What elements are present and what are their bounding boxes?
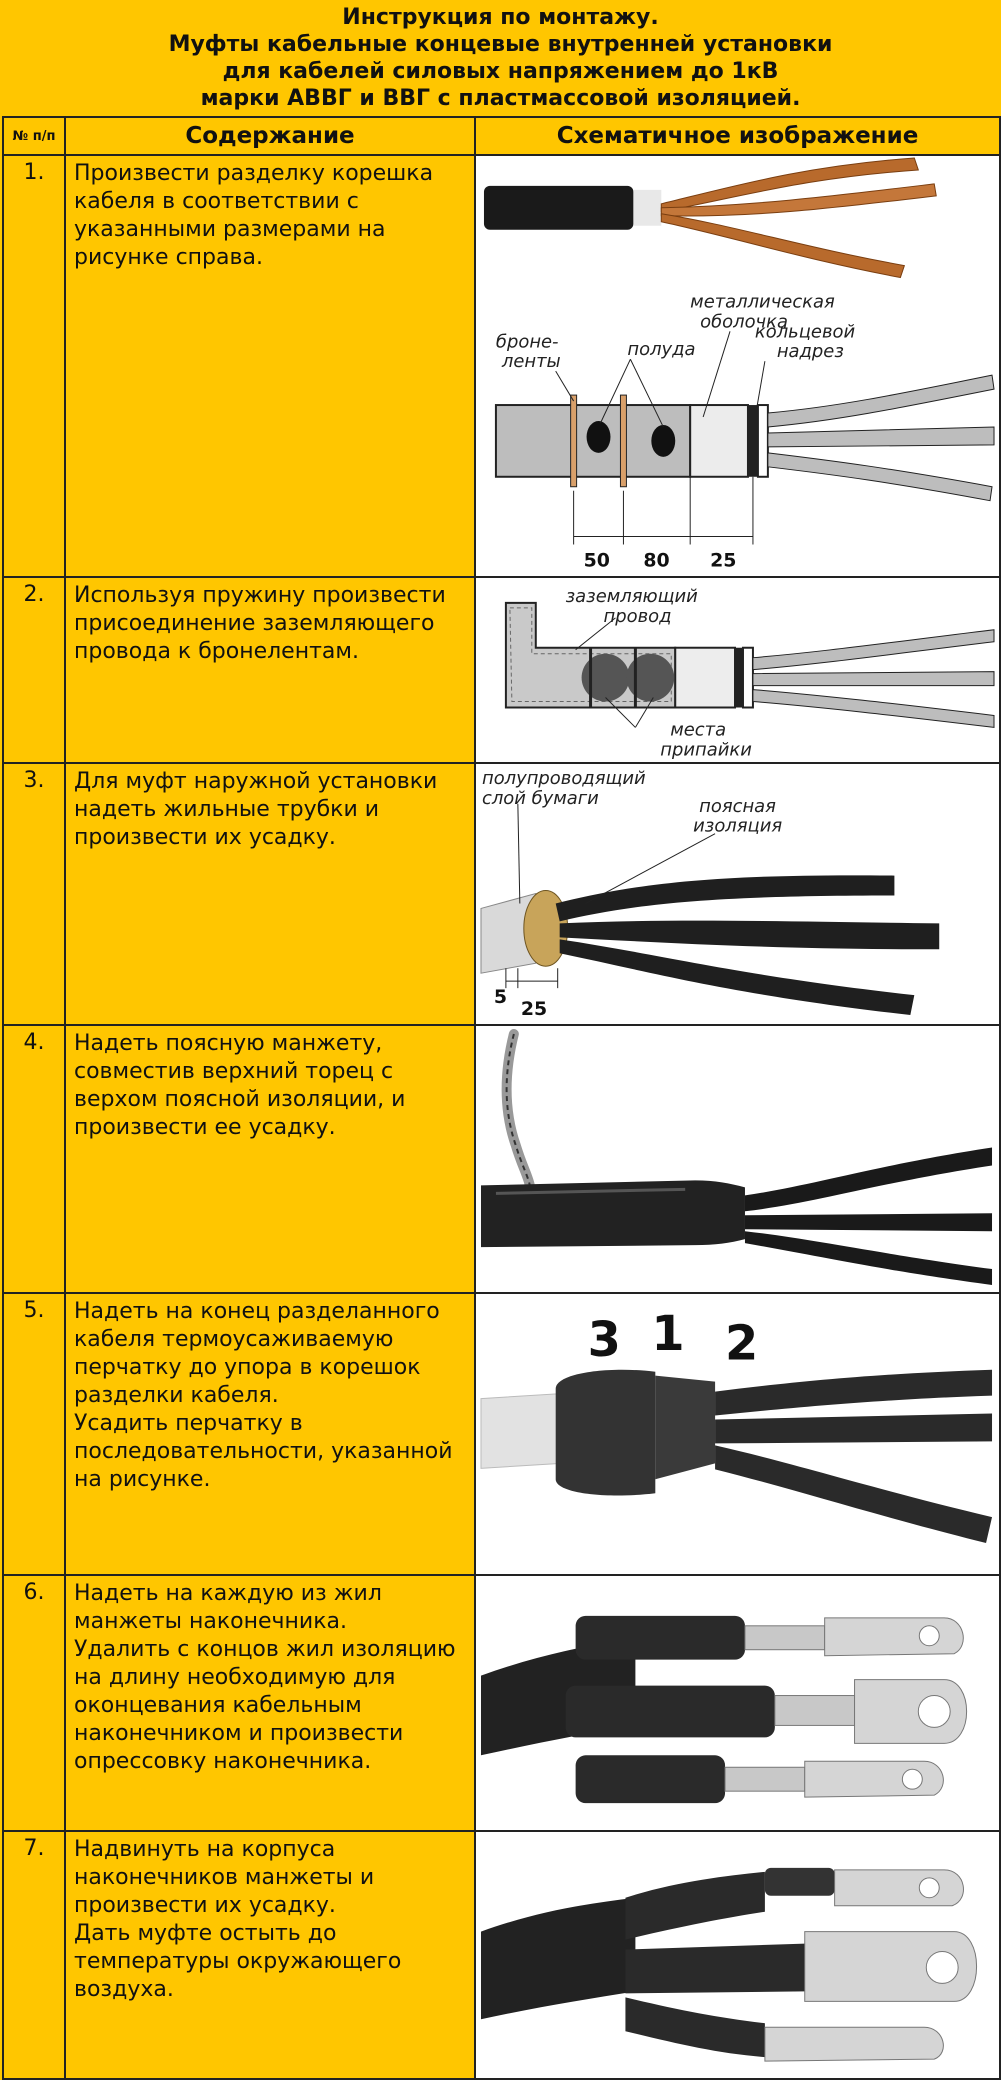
step-text: Используя пружину произвести присоединен…: [64, 576, 476, 764]
order-label-3: 3: [588, 1313, 621, 1368]
label-ring-cut: надрез: [777, 341, 844, 362]
step-image: 50 80 25 металлическая оболочка броне- л…: [474, 154, 1001, 578]
step-text: Надвинуть на корпуса наконечников манжет…: [64, 1830, 476, 2080]
step-number: 7.: [2, 1830, 66, 2080]
dim-80: 80: [643, 549, 669, 571]
step-image: 3 1 2: [474, 1292, 1001, 1576]
order-label-2: 2: [725, 1317, 758, 1372]
step-image: полупроводящий слой бумаги поясная изоля…: [474, 762, 1001, 1026]
label-solder-points: места: [670, 719, 726, 740]
title-line: Муфты кабельные концевые внутренней уста…: [168, 32, 833, 57]
step-number: 4.: [2, 1024, 66, 1294]
step-image: [474, 1574, 1001, 1832]
instruction-table: № п/п Содержание Схематичное изображение…: [2, 116, 1001, 2080]
step-number: 1.: [2, 154, 66, 578]
table-row: 3. Для муфт наружной установки надеть жи…: [2, 762, 1001, 1026]
label-armor: ленты: [501, 351, 561, 372]
step-number: 2.: [2, 576, 66, 764]
label-ground-wire: провод: [604, 606, 672, 627]
dim-25: 25: [710, 549, 736, 571]
cable-stripping-diagram: 50 80 25 металлическая оболочка броне- л…: [483, 157, 995, 571]
cable-photo: [483, 157, 937, 279]
label-solder-points: припайки: [660, 739, 752, 759]
header-number: № п/п: [2, 116, 66, 156]
step-image: [474, 1830, 1001, 2080]
dim-5: 5: [494, 986, 507, 1008]
header-content: Содержание: [64, 116, 476, 156]
label-semi-lap: полуда: [627, 339, 695, 360]
step-image: [474, 1024, 1001, 1294]
table-row: 6. Надеть на каждую из жил манжеты након…: [2, 1574, 1001, 1832]
title-line: марки АВВГ и ВВГ с пластмассовой изоляци…: [200, 86, 801, 111]
conductor-tubes-diagram: полупроводящий слой бумаги поясная изоля…: [480, 768, 940, 1020]
order-label-1: 1: [651, 1307, 684, 1362]
label-semi-paper: полупроводящий: [482, 768, 646, 789]
table-row: 4. Надеть поясную манжету, совместив вер…: [2, 1024, 1001, 1294]
label-belt-insulation: поясная: [699, 796, 776, 817]
label-ground-wire: заземляющий: [566, 586, 698, 607]
table-header-row: № п/п Содержание Схематичное изображение: [2, 116, 1001, 156]
step-number: 5.: [2, 1292, 66, 1576]
cable-schematic: 50 80 25: [494, 331, 995, 571]
label-armor: броне-: [496, 331, 559, 352]
table-row: 1. Произвести разделку корешка кабеля в …: [2, 154, 1001, 578]
step-number: 6.: [2, 1574, 66, 1832]
table-row: 7. Надвинуть на корпуса наконечников ман…: [2, 1830, 1001, 2080]
dim-50: 50: [584, 549, 610, 571]
glove-shrink-diagram: 3 1 2: [480, 1307, 993, 1544]
belt-cuff-diagram: [480, 1028, 993, 1285]
cuff-shrink-diagram: [480, 1867, 978, 2062]
title-line: для кабелей силовых напряжением до 1кВ: [222, 59, 779, 84]
ground-wire-diagram: заземляющий провод места припайки: [504, 586, 995, 759]
label-ring-cut: кольцевой: [755, 321, 855, 342]
label-metal-sheath: оболочка: [700, 311, 788, 332]
step-image: заземляющий провод места припайки: [474, 576, 1001, 764]
label-metal-sheath: металлическая: [690, 291, 835, 312]
header-image: Схематичное изображение: [474, 116, 1001, 156]
document-title: Инструкция по монтажу. Муфты кабельные к…: [0, 0, 1001, 116]
step-text: Для муфт наружной установки надеть жильн…: [64, 762, 476, 1026]
label-belt-insulation: изоляция: [693, 816, 782, 837]
step-text: Надеть на каждую из жил манжеты наконечн…: [64, 1574, 476, 1832]
table-row: 5. Надеть на конец разделанного кабеля т…: [2, 1292, 1001, 1576]
table-row: 2. Используя пружину произвести присоеди…: [2, 576, 1001, 764]
step-number: 3.: [2, 762, 66, 1026]
step-text: Надеть на конец разделанного кабеля терм…: [64, 1292, 476, 1576]
step-text: Надеть поясную манжету, совместив верхни…: [64, 1024, 476, 1294]
lug-crimp-diagram: [480, 1615, 968, 1804]
step-text: Произвести разделку корешка кабеля в соо…: [64, 154, 476, 578]
label-semi-paper: слой бумаги: [482, 788, 599, 809]
dim-25: 25: [521, 998, 547, 1020]
title-line: Инструкция по монтажу.: [342, 5, 659, 30]
